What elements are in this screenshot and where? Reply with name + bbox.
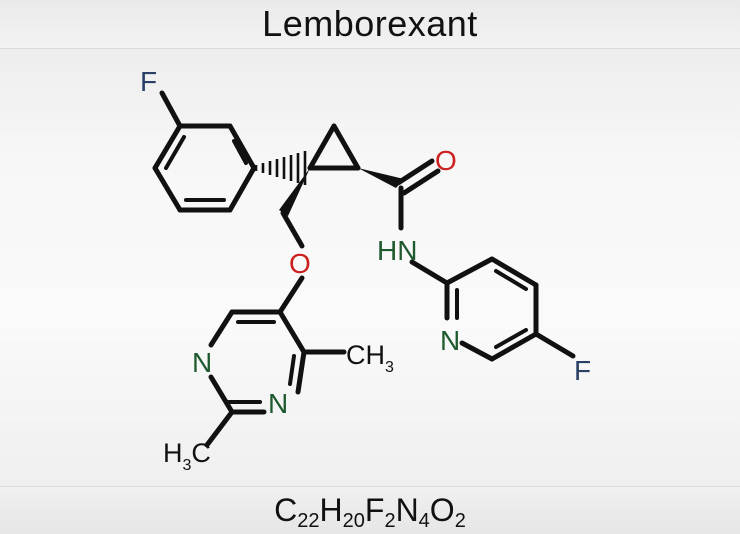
bond [444, 256, 495, 286]
formula-count: 2 [384, 510, 396, 532]
formula-element: N [395, 492, 419, 528]
bond [152, 165, 183, 213]
methyl-label: C [191, 438, 211, 468]
bond [401, 168, 441, 196]
bond [152, 123, 183, 171]
bond [489, 331, 539, 362]
ether-oxygen-atom: O [289, 248, 311, 279]
bond [227, 165, 257, 213]
molecular-formula: C22H20F2N4O2 [0, 488, 740, 532]
bond [227, 123, 257, 171]
bond [159, 90, 183, 129]
fluorine-atom: F [574, 355, 591, 386]
bond [280, 210, 305, 249]
methyl-group: H3C [163, 438, 211, 474]
formula-count: 20 [342, 510, 365, 532]
formula-band [0, 486, 740, 534]
wedge-bond [358, 168, 404, 188]
methyl-subscript: 3 [183, 457, 192, 474]
methyl-label: H [163, 438, 183, 468]
bond [533, 331, 576, 359]
bond [409, 259, 450, 286]
bond [295, 349, 307, 395]
bond [204, 409, 235, 448]
pyrimidine-nitrogen-atom: N [192, 347, 212, 378]
formula-element: O [429, 492, 455, 528]
bond [459, 340, 495, 362]
formula-element: F [364, 492, 385, 528]
amide-nitrogen-atom: HN [377, 235, 417, 266]
bond [489, 256, 539, 288]
formula-count: 2 [454, 510, 466, 532]
bond [208, 374, 235, 415]
hashed-wedge-bond [254, 151, 307, 185]
formula-count: 22 [297, 510, 320, 532]
wedge-bond [279, 168, 310, 216]
methyl-label: CH [346, 340, 385, 370]
methyl-subscript: 3 [385, 359, 394, 376]
bond [164, 135, 186, 170]
oxygen-atom: O [435, 145, 457, 176]
bond [494, 328, 528, 349]
bond [277, 309, 307, 355]
formula-element: C [274, 492, 298, 528]
bond [232, 139, 248, 165]
title-band [0, 0, 740, 49]
pyrimidine-nitrogen-atom: N [268, 388, 288, 419]
bond [307, 123, 337, 171]
bond [277, 275, 305, 315]
formula-element: H [319, 492, 343, 528]
fluorine-atom: F [140, 66, 157, 97]
bond [494, 269, 528, 291]
bond [288, 354, 296, 386]
bond [331, 123, 361, 171]
pyridine-nitrogen-atom: N [440, 325, 460, 356]
formula-count: 4 [418, 510, 430, 532]
methyl-group: CH3 [346, 340, 394, 376]
page-title: Lemborexant [262, 3, 478, 44]
bond [208, 309, 235, 348]
